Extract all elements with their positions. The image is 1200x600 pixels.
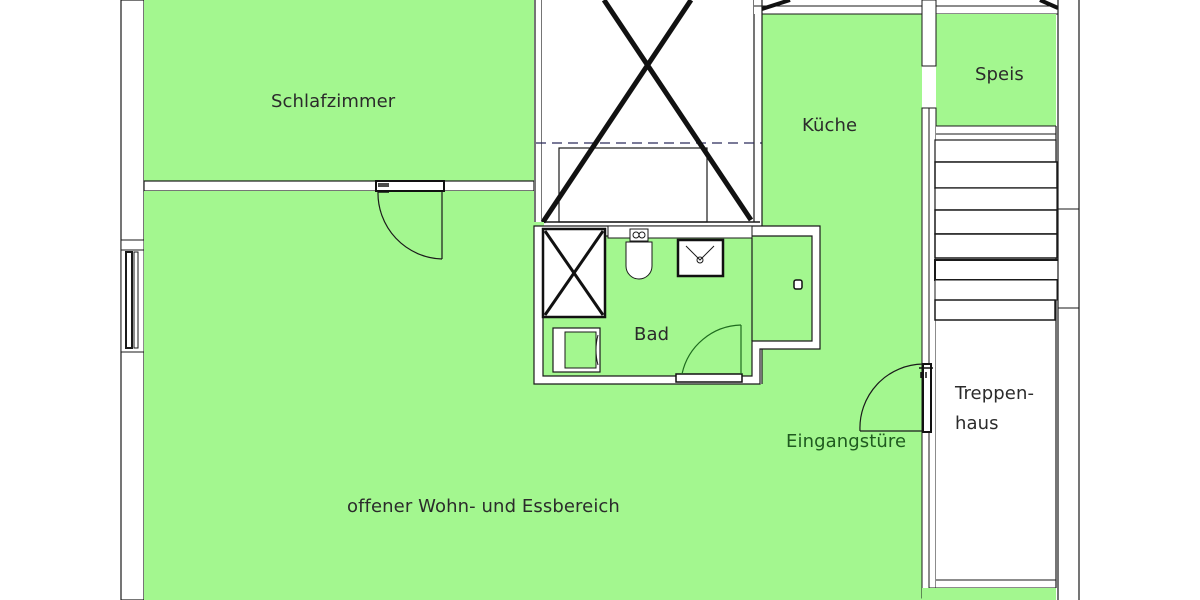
room-speis bbox=[936, 14, 1056, 126]
wall-schlafzimmer-south bbox=[143, 180, 535, 192]
washer bbox=[552, 327, 601, 373]
sink bbox=[676, 238, 725, 278]
label-treppenhaus-line1: Treppen- bbox=[955, 383, 1035, 404]
stairs bbox=[934, 139, 1060, 321]
room-wohnbereich bbox=[144, 191, 922, 600]
toilet bbox=[625, 228, 653, 280]
window-west bbox=[120, 239, 145, 353]
outer-wall-east bbox=[1057, 0, 1080, 600]
shower-void bbox=[541, 227, 607, 319]
label-bad: Bad bbox=[634, 324, 670, 345]
label-schlafzimmer: Schlafzimmer bbox=[271, 91, 396, 112]
label-kueche: Küche bbox=[802, 115, 858, 136]
floor-drain bbox=[793, 279, 803, 290]
label-wohnbereich: offener Wohn- und Essbereich bbox=[347, 496, 620, 517]
label-speis: Speis bbox=[975, 64, 1024, 85]
shaft-void bbox=[534, 0, 762, 228]
room-schlafzimmer bbox=[144, 0, 534, 181]
entrance-door bbox=[859, 363, 933, 433]
wall-kueche-speis bbox=[921, 0, 937, 599]
bad-door bbox=[675, 324, 743, 383]
label-eingangstuere: Eingangstüre bbox=[786, 431, 907, 452]
schlafzimmer-door bbox=[375, 180, 445, 260]
label-treppenhaus-line2: haus bbox=[955, 413, 999, 434]
